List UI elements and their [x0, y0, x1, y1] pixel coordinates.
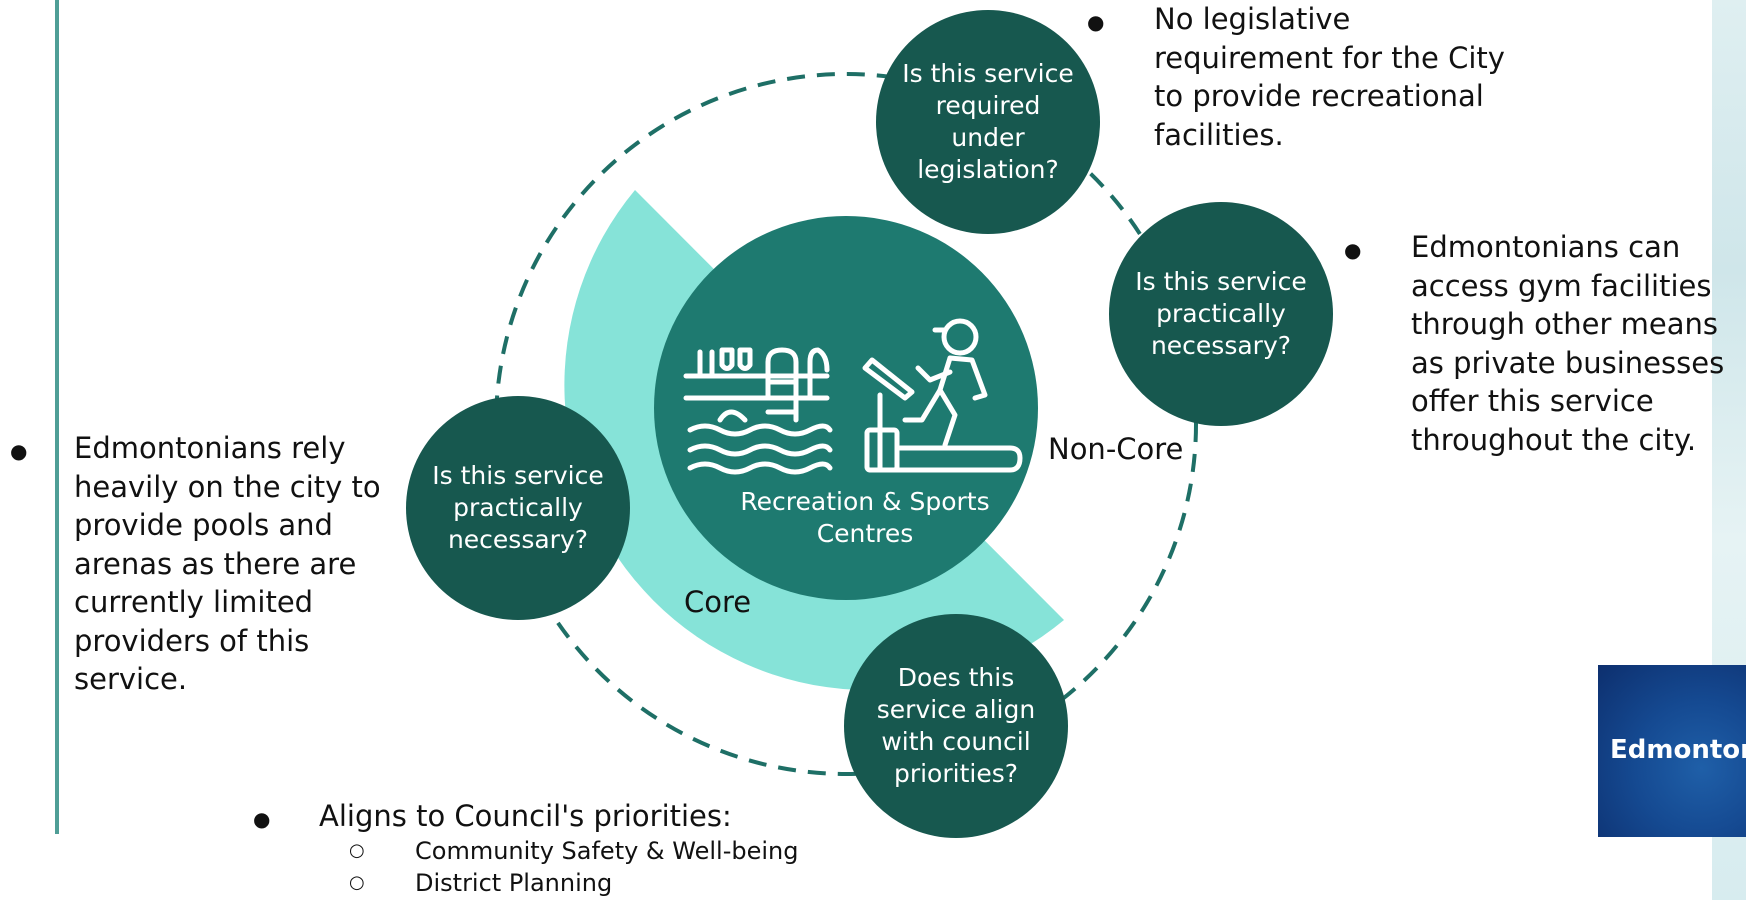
- question-legislation-text: Is this service required under legislati…: [902, 59, 1074, 184]
- bullet-dot: ●: [1344, 238, 1362, 262]
- center-label: Recreation & Sports Centres: [740, 487, 990, 548]
- sub-bullet-circle: ○: [349, 840, 365, 861]
- answer-legislation-text: No legislative requirement for the City …: [1154, 2, 1505, 152]
- council-item: District Planning: [415, 869, 613, 897]
- question-council-text: Does this service align with council pri…: [876, 663, 1036, 788]
- council-item: Community Safety & Well-being: [415, 837, 799, 865]
- dashed-ring: [494, 72, 1198, 776]
- question-practical-right-text: Is this service practically necessary?: [1135, 267, 1307, 360]
- question-practical-right-circle: Is this service practically necessary?: [1109, 202, 1333, 426]
- treadmill-runner-icon: [862, 318, 1023, 473]
- edmonton-logo-text: Edmonton: [1610, 735, 1746, 765]
- answer-practical-left-text: Edmontonians rely heavily on the city to…: [74, 431, 381, 696]
- answer-practical-right-text: Edmontonians can access gym facilities t…: [1411, 230, 1725, 457]
- sub-bullet-circle: ○: [349, 872, 365, 893]
- non-core-label: Non-Core: [1048, 432, 1184, 466]
- question-legislation-circle: Is this service required under legislati…: [876, 10, 1100, 234]
- bullet-dot: ●: [1087, 10, 1105, 34]
- question-council-circle: Does this service align with council pri…: [844, 614, 1068, 838]
- answer-council-heading: Aligns to Council's priorities:: [319, 799, 732, 833]
- center-circle: [654, 216, 1038, 600]
- question-practical-left-text: Is this service practically necessary?: [432, 461, 604, 554]
- core-label: Core: [684, 585, 752, 619]
- edmonton-logo: Edmonton: [1598, 665, 1746, 837]
- left-accent-bar: [55, 0, 59, 834]
- pool-icon: [683, 347, 833, 475]
- bullet-dot: ●: [253, 807, 271, 831]
- bullet-dot: ●: [10, 439, 28, 463]
- question-practical-left-circle: Is this service practically necessary?: [406, 396, 630, 620]
